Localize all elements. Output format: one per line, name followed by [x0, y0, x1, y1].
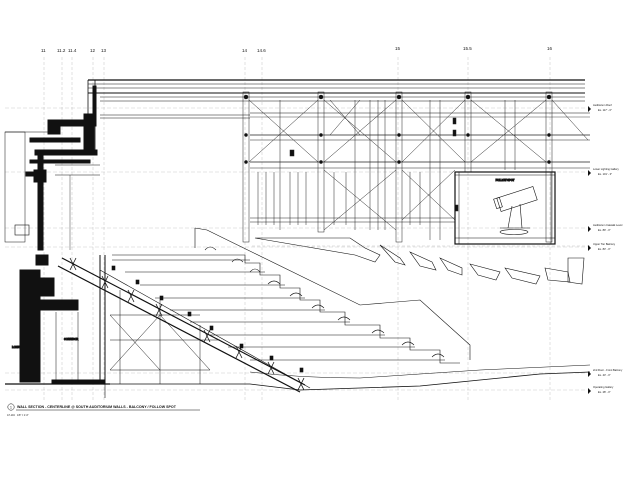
grid-label-14-6: 14.6 — [257, 48, 266, 53]
svg-text:Auditorium Roof: Auditorium Roof — [593, 103, 612, 107]
svg-text:EL. 89' - 0": EL. 89' - 0" — [598, 228, 611, 232]
grid-label-13: 13 — [101, 48, 107, 53]
svg-text:EL. 83' - 0": EL. 83' - 0" — [598, 247, 611, 251]
follow-spot-icon — [493, 186, 538, 235]
detail-sheet-ref: A7-104 — [7, 414, 15, 417]
grid-label-15: 15 — [395, 46, 401, 51]
grid-label-15-5: 15.5 — [463, 46, 472, 51]
svg-text:Upper Tier Balcony: Upper Tier Balcony — [593, 242, 616, 246]
elevation-tag-lower-lighting: Lower Lighting Gallery EL. 101' - 0" — [593, 167, 620, 176]
svg-text:EL. 101' - 0": EL. 101' - 0" — [598, 172, 612, 176]
svg-text:Lower Lighting Gallery: Lower Lighting Gallery — [593, 167, 620, 171]
follow-spot-booth: FOLLOW SPOT — [454, 171, 556, 245]
grid-label-14: 14 — [242, 48, 248, 53]
follow-spot-label: FOLLOW SPOT — [496, 178, 515, 182]
grid-label-11-4: 11.4 — [68, 48, 77, 53]
grid-labels: 11 11.2 11.4 12 13 14 14.6 15 15.5 16 — [41, 46, 553, 53]
elevation-tag-operating-gallery: Operating Gallery EL. 28' - 0" — [593, 385, 614, 394]
elevation-tag-catwalk: Auditorium Catwalk Level EL. 89' - 0" — [593, 223, 623, 232]
truss-framing — [242, 91, 590, 243]
left-wall-section: LOBBY CORRIDOR — [4, 113, 110, 385]
detail-scale: 1/8" = 1'-0" — [17, 414, 29, 417]
svg-text:EL. 28' - 0": EL. 28' - 0" — [598, 390, 611, 394]
elevation-tag-roof: Auditorium Roof EL. 117' - 0" — [593, 103, 612, 112]
svg-text:EL. 43' - 0": EL. 43' - 0" — [598, 373, 611, 377]
detail-title-block: 1 WALL SECTION - CENTERLINE @ SOUTH AUDI… — [7, 403, 200, 417]
grid-label-11-2: 11.2 — [57, 48, 66, 53]
main-balcony-seating — [111, 227, 471, 373]
roof-structure — [87, 79, 590, 150]
left-room-label: LOBBY — [12, 345, 21, 349]
corridor-label: CORRIDOR — [64, 337, 78, 341]
raker-beam — [57, 257, 591, 398]
svg-text:Operating Gallery: Operating Gallery — [593, 385, 614, 389]
grid-label-11: 11 — [41, 48, 46, 53]
detail-number: 1 — [10, 405, 12, 409]
svg-text:2nd Floor - Front Balcony: 2nd Floor - Front Balcony — [593, 368, 623, 372]
elevation-labels: Auditorium Roof EL. 117' - 0" Lower Ligh… — [588, 103, 623, 394]
detail-number-bubble — [7, 403, 15, 411]
grid-label-12: 12 — [90, 48, 96, 53]
svg-text:EL. 117' - 0": EL. 117' - 0" — [598, 108, 612, 112]
elevation-tag-front-balcony: 2nd Floor - Front Balcony EL. 43' - 0" — [593, 368, 623, 377]
elevation-tag-upper-tier: Upper Tier Balcony EL. 83' - 0" — [593, 242, 616, 251]
grid-label-16: 16 — [547, 46, 553, 51]
detail-title: WALL SECTION - CENTERLINE @ SOUTH AUDITO… — [17, 405, 177, 409]
svg-text:Auditorium Catwalk Level: Auditorium Catwalk Level — [593, 223, 623, 227]
balcony-top-seating — [252, 237, 590, 285]
